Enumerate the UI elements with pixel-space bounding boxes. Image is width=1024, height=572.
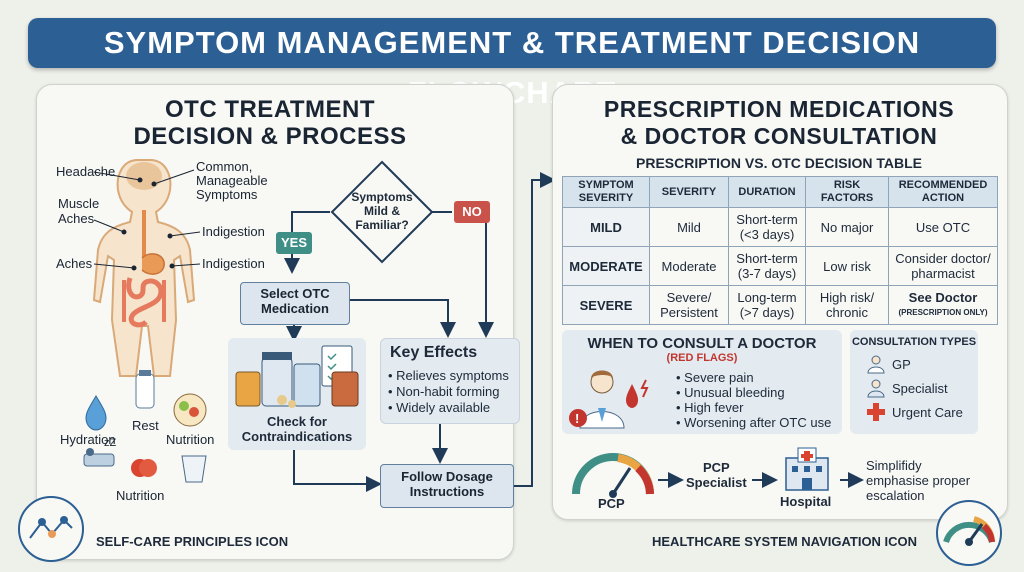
common-line2: Manageable <box>196 173 268 188</box>
label-aches: Aches <box>56 256 93 271</box>
muscle-line2: Aches <box>58 211 95 226</box>
consultation-types-list: GP Specialist Urgent Care <box>866 354 963 422</box>
red-flag-2: • Unusual bleeding <box>676 385 785 400</box>
decision-line2: Mild & <box>364 204 400 218</box>
self-care-principles-icon <box>18 496 84 562</box>
page-title: SYMPTOM MANAGEMENT & TREATMENT DECISION … <box>28 18 996 110</box>
consult-type-specialist: Specialist <box>866 378 963 398</box>
label-indigestion-upper: Indigestion <box>202 224 265 239</box>
follow-dosage-box: Follow Dosage Instructions <box>380 464 514 508</box>
self-care-illustration: zZ <box>83 370 207 483</box>
nav-note-line3: escalation <box>866 488 925 503</box>
dosage-line1: Follow Dosage <box>401 469 493 484</box>
consult-title: WHEN TO CONSULT A DOCTOR <box>587 335 817 352</box>
table-row: SEVERE Severe/Persistent Long-term(>7 da… <box>562 285 998 325</box>
key-effect-3: • Widely available <box>388 400 491 415</box>
nav-pcp-label: PCP <box>598 496 625 511</box>
key-effects-card <box>380 338 520 424</box>
healthcare-navigation-icon <box>936 500 1002 566</box>
decision-text: Symptoms Mild & Familiar? <box>340 190 424 232</box>
label-headache: Headache <box>56 164 116 179</box>
nav-note-line1: Simplifidy <box>866 458 922 473</box>
red-cross-icon <box>867 403 885 421</box>
label-rest: Rest <box>132 418 159 433</box>
select-otc-box: Select OTC Medication <box>240 282 350 325</box>
nav-gauge-icon <box>572 453 654 498</box>
decision-table-title: PRESCRIPTION VS. OTC DECISION TABLE <box>636 155 922 171</box>
key-effects-title: Key Effects <box>390 344 478 361</box>
label-hydration: Hydration <box>60 432 116 447</box>
otc-panel-header: OTC TREATMENT DECISION & PROCESS <box>100 96 440 150</box>
red-flags-label: (RED FLAGS) <box>666 352 738 364</box>
medicine-bottles-icon <box>235 345 359 408</box>
consult-type-gp: GP <box>866 354 963 374</box>
nav-hospital-label: Hospital <box>780 494 832 509</box>
svg-text:!: ! <box>575 411 579 426</box>
label-nutrition-2: Nutrition <box>116 488 165 503</box>
dosage-line2: Instructions <box>409 484 485 499</box>
consultation-types-card <box>850 330 978 434</box>
table-row: MODERATE Moderate Short-term(3-7 days) L… <box>562 246 998 286</box>
label-nutrition-1: Nutrition <box>166 432 215 447</box>
doctor-icon: ! <box>569 370 649 429</box>
prescription-header-line2: & DOCTOR CONSULTATION <box>620 123 938 149</box>
decision-line1: Symptoms <box>351 190 413 204</box>
nav-specialist: Specialist <box>686 475 747 490</box>
self-care-footer-label: SELF-CARE PRINCIPLES ICON <box>96 534 289 549</box>
yes-tag: YES <box>276 232 312 254</box>
common-line3: Symptoms <box>196 187 258 202</box>
red-flags-list: • Severe pain • Unusual bleeding • High … <box>676 370 831 430</box>
select-line1: Select OTC <box>260 286 330 301</box>
muscle-line1: Muscle <box>58 196 100 211</box>
check-line1: Check for <box>267 414 327 429</box>
gp-icon <box>867 355 885 374</box>
key-effects-list: • Relieves symptoms • Non-habit forming … <box>388 368 509 416</box>
hospital-icon <box>785 447 829 491</box>
common-line1: Common, <box>196 159 253 174</box>
key-effect-1: • Relieves symptoms <box>388 368 509 383</box>
label-muscle-aches: Muscle Aches <box>58 196 99 226</box>
red-flag-3: • High fever <box>676 400 744 415</box>
nav-pcp-specialist-label: PCP Specialist <box>686 460 747 490</box>
red-flag-1: • Severe pain <box>676 370 754 385</box>
red-flag-4: • Worsening after OTC use <box>676 415 832 430</box>
otc-header-line1: OTC TREATMENT <box>164 96 376 123</box>
no-tag: NO <box>454 201 490 223</box>
decision-line3: Familiar? <box>355 218 409 232</box>
specialist-icon <box>867 379 885 398</box>
label-common-symptoms: Common, Manageable Symptoms <box>196 160 268 202</box>
consult-type-urgent-care: Urgent Care <box>866 402 963 422</box>
otc-header-line2: DECISION & PROCESS <box>133 123 407 150</box>
select-line2: Medication <box>261 301 329 316</box>
nav-pcp2: PCP <box>702 460 730 475</box>
label-indigestion-lower: Indigestion <box>202 256 265 271</box>
healthcare-footer-label: HEALTHCARE SYSTEM NAVIGATION ICON <box>652 534 918 549</box>
check-contraindications-label: Check for Contraindications <box>228 414 366 444</box>
body-label-lines <box>93 169 201 271</box>
consultation-types-title: CONSULTATION TYPES <box>851 336 977 348</box>
prescription-header: PRESCRIPTION MEDICATIONS & DOCTOR CONSUL… <box>560 96 998 150</box>
nav-note-line2: emphasise proper <box>866 473 971 488</box>
decision-diamond <box>330 160 434 264</box>
nav-note: Simplifidy emphasise proper escalation <box>866 458 970 503</box>
prescription-header-line1: PRESCRIPTION MEDICATIONS <box>603 96 955 122</box>
check-line2: Contraindications <box>241 429 353 444</box>
th-duration: DURATION <box>728 176 806 208</box>
key-effect-2: • Non-habit forming <box>388 384 500 399</box>
svg-text:zZ: zZ <box>104 437 117 449</box>
